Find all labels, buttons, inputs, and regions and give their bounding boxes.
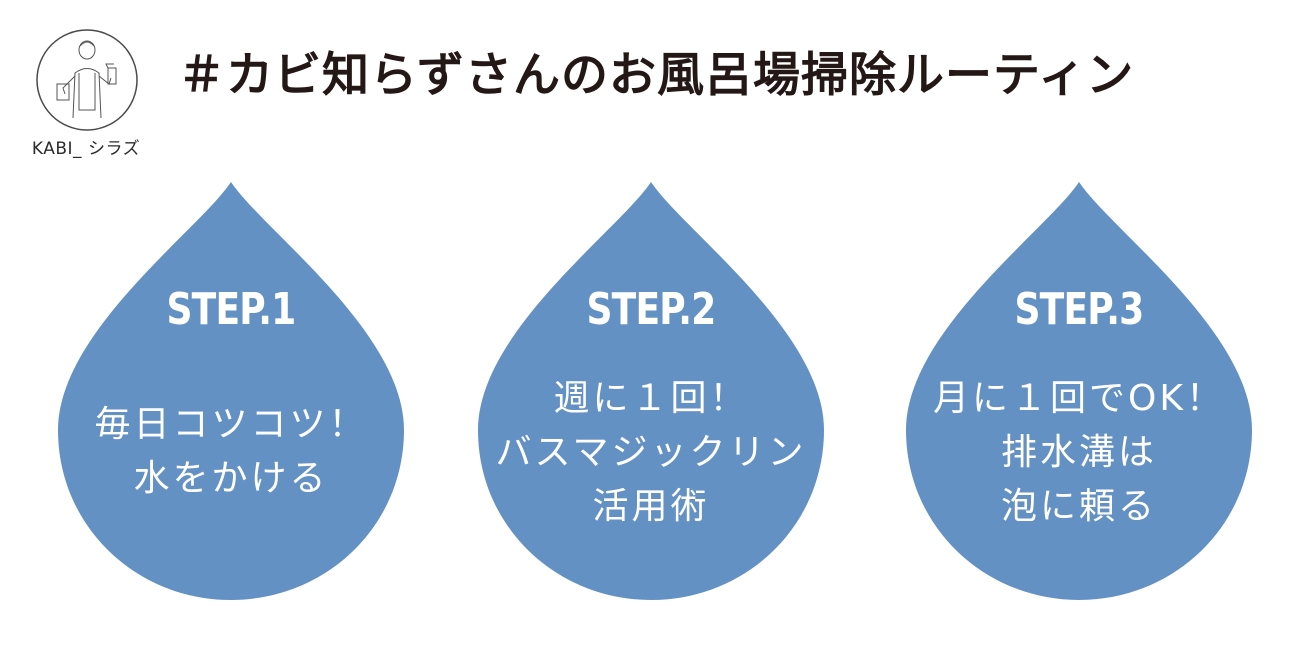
page-title: ＃カビ知らずさんのお風呂場掃除ルーティン bbox=[178, 48, 1135, 103]
step-drop-1: STEP.1 毎日コツコツ！ 水をかける bbox=[58, 182, 404, 602]
water-drop-icon bbox=[58, 182, 404, 600]
step-line: 月に１回でOK！ bbox=[933, 378, 1225, 419]
step-label: STEP.3 bbox=[1014, 284, 1145, 335]
step-line: 泡に頼る bbox=[1000, 486, 1157, 527]
account-name: KABI_ シラズ bbox=[31, 139, 141, 159]
step-description: 毎日コツコツ！ 水をかける bbox=[58, 398, 404, 506]
step-line: 毎日コツコツ！ bbox=[94, 404, 368, 445]
step-line: 水をかける bbox=[133, 458, 329, 499]
step-line: 排水溝は bbox=[1000, 432, 1157, 473]
avatar bbox=[35, 28, 139, 132]
step-label: STEP.1 bbox=[166, 284, 297, 335]
woman-cleaning-illustration-icon bbox=[36, 29, 138, 131]
step-description: 週に１回！ バスマジックリン 活用術 bbox=[478, 372, 824, 534]
step-drop-3: STEP.3 月に１回でOK！ 排水溝は 泡に頼る bbox=[906, 182, 1252, 602]
step-line: 活用術 bbox=[592, 486, 710, 527]
water-drop-icon bbox=[478, 182, 824, 600]
water-drop-icon bbox=[906, 182, 1252, 600]
step-label: STEP.2 bbox=[586, 284, 717, 335]
step-line: バスマジックリン bbox=[495, 432, 807, 473]
step-line: 週に１回！ bbox=[553, 378, 749, 419]
step-drop-2: STEP.2 週に１回！ バスマジックリン 活用術 bbox=[478, 182, 824, 602]
step-description: 月に１回でOK！ 排水溝は 泡に頼る bbox=[906, 372, 1252, 534]
